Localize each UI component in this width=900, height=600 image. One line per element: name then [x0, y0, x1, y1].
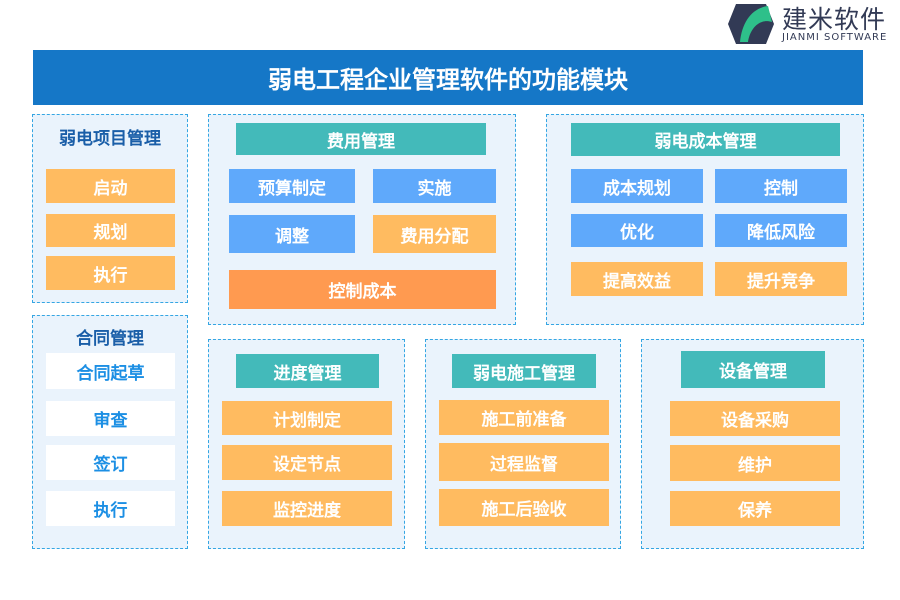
- panel-contract-title: 合同管理: [76, 329, 144, 349]
- progress-item: 设定节点: [222, 445, 392, 480]
- logo-sub: JIANMI SOFTWARE: [782, 32, 888, 43]
- cost-item: 实施: [373, 169, 496, 203]
- logo: 建米软件 JIANMI SOFTWARE: [726, 2, 900, 46]
- equipment-item: 维护: [670, 445, 840, 481]
- construction-item: 过程监督: [439, 443, 609, 481]
- equipment-item: 保养: [670, 491, 840, 526]
- progress-header: 进度管理: [236, 354, 379, 388]
- weak-cost-item: 降低风险: [715, 214, 847, 247]
- construction-item: 施工前准备: [439, 400, 609, 435]
- cost-item: 调整: [229, 215, 355, 253]
- cost-item: 预算制定: [229, 169, 355, 203]
- progress-item: 监控进度: [222, 491, 392, 526]
- project-item: 执行: [46, 256, 175, 290]
- equipment-header: 设备管理: [681, 351, 825, 388]
- weak-cost-item: 控制: [715, 169, 847, 203]
- cost-item: 费用分配: [373, 215, 496, 253]
- equipment-item: 设备采购: [670, 401, 840, 436]
- contract-item: 合同起草: [46, 353, 175, 389]
- logo-name: 建米软件: [782, 5, 887, 34]
- contract-item: 执行: [46, 491, 175, 526]
- contract-item: 审查: [46, 401, 175, 436]
- weak-cost-item: 提高效益: [571, 262, 703, 296]
- weak-cost-item: 成本规划: [571, 169, 703, 203]
- project-item: 启动: [46, 169, 175, 203]
- cost-header: 费用管理: [236, 123, 486, 155]
- progress-item: 计划制定: [222, 401, 392, 435]
- panel-project-title: 弱电项目管理: [59, 129, 161, 149]
- construction-item: 施工后验收: [439, 489, 609, 526]
- cost-item: 控制成本: [229, 270, 496, 309]
- logo-icon: [728, 4, 774, 44]
- construction-header: 弱电施工管理: [452, 354, 596, 388]
- title-bar: 弱电工程企业管理软件的功能模块: [33, 50, 863, 105]
- weak-cost-item: 提升竞争: [715, 262, 847, 296]
- page-title: 弱电工程企业管理软件的功能模块: [268, 66, 628, 94]
- weak-cost-header: 弱电成本管理: [571, 123, 840, 156]
- weak-cost-item: 优化: [571, 214, 703, 247]
- project-item: 规划: [46, 214, 175, 247]
- contract-item: 签订: [46, 445, 175, 480]
